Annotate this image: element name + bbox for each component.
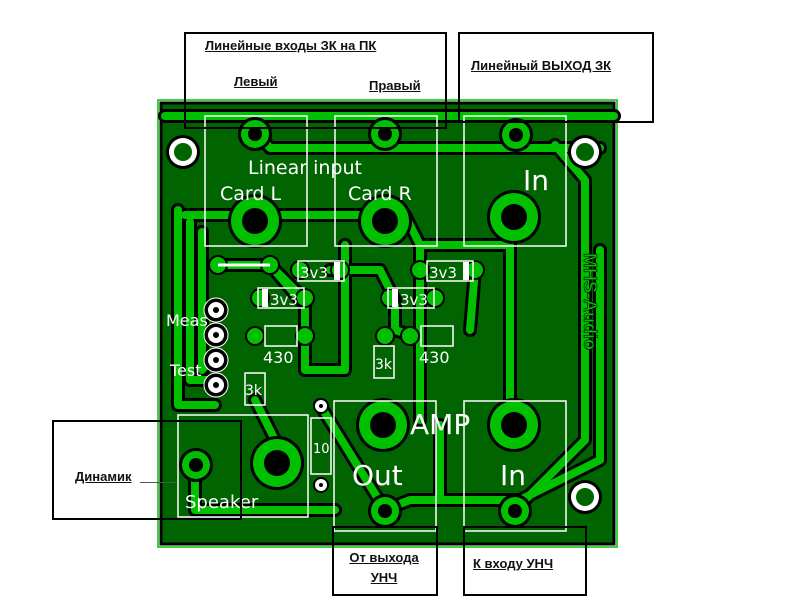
label-amp-output-line2: УНЧ <box>370 570 398 585</box>
pad-out-large <box>487 190 541 244</box>
zener-1-outline <box>297 260 345 282</box>
silk-res-3k-left: 3k <box>245 383 263 399</box>
pad-amp-in-small <box>498 494 532 528</box>
res-3k-left-outline <box>244 372 266 406</box>
silk-res-430-right: 430 <box>419 348 450 367</box>
mounting-holes <box>166 135 602 514</box>
speaker-outline <box>177 414 309 518</box>
pad-amp-out-small <box>368 494 402 528</box>
label-amp-output-line1: От выхода <box>349 550 419 565</box>
silkscreen-outlines <box>177 115 567 532</box>
zener-2-outline <box>257 287 305 309</box>
silk-res-430-left: 430 <box>263 348 294 367</box>
callout-linear-inputs <box>184 32 447 129</box>
label-linear-output: Линейный ВЫХОД ЗК <box>471 58 612 73</box>
pad-card-r-large <box>358 194 412 248</box>
res-3k-right-outline <box>373 345 395 379</box>
silk-brand: MHS-Audio <box>580 253 600 350</box>
silk-card-r: Card R <box>348 183 412 205</box>
silk-amp: AMP <box>410 408 470 441</box>
amp-out-outline <box>333 400 437 532</box>
pad-amp-out-large <box>356 398 410 452</box>
pad-out-small <box>499 118 533 152</box>
pad-meas-test-header <box>203 297 229 398</box>
callout-amp-input <box>463 526 587 596</box>
silk-res-3k-right: 3k <box>375 357 393 373</box>
out-jack-outline <box>463 115 567 247</box>
pcb-edge <box>157 99 618 548</box>
pad-amp-in-large <box>487 398 541 452</box>
card-l-outline <box>204 115 308 247</box>
label-left-channel: Левый <box>234 74 278 89</box>
callout-speaker <box>52 420 242 520</box>
copper-pads <box>179 117 541 528</box>
res-10-outline <box>310 417 332 475</box>
res-430-left-outline <box>264 325 298 347</box>
silk-test: Test <box>169 361 202 380</box>
label-linear-inputs-title: Линейные входы ЗК на ПК <box>205 38 377 53</box>
silk-zener-2: 3v3 <box>270 291 298 309</box>
pad-speaker-small <box>179 448 213 482</box>
label-right-channel: Правый <box>369 78 421 93</box>
pcb-substrate <box>159 101 616 546</box>
silk-out-in: In <box>523 164 549 197</box>
zener-3-outline <box>426 260 474 282</box>
silk-zener-4: 3v3 <box>400 291 428 309</box>
card-r-outline <box>334 115 438 247</box>
silk-meas: Meas <box>166 311 208 330</box>
silk-zener-3: 3v3 <box>429 264 457 282</box>
label-speaker: Динамик <box>75 469 132 484</box>
pad-card-l-large <box>228 194 282 248</box>
silk-linear-input: Linear input <box>248 157 362 179</box>
zener-4-outline <box>387 287 435 309</box>
pad-res-10 <box>313 398 329 493</box>
label-amp-input: К входу УНЧ <box>473 556 554 571</box>
zener-cathode-bands <box>262 262 469 307</box>
silk-zener-1: 3v3 <box>300 264 328 282</box>
pad-speaker-large <box>250 436 304 490</box>
callout-amp-output <box>332 526 438 596</box>
res-430-right-outline <box>420 325 454 347</box>
callout-linear-output <box>458 32 654 123</box>
silk-amp-in: In <box>500 459 526 492</box>
silk-res-10: 10 <box>313 442 330 457</box>
silk-card-l: Card L <box>220 183 281 205</box>
amp-in-outline <box>463 400 567 532</box>
silk-amp-out: Out <box>352 459 403 492</box>
speaker-leader-line <box>140 482 176 483</box>
